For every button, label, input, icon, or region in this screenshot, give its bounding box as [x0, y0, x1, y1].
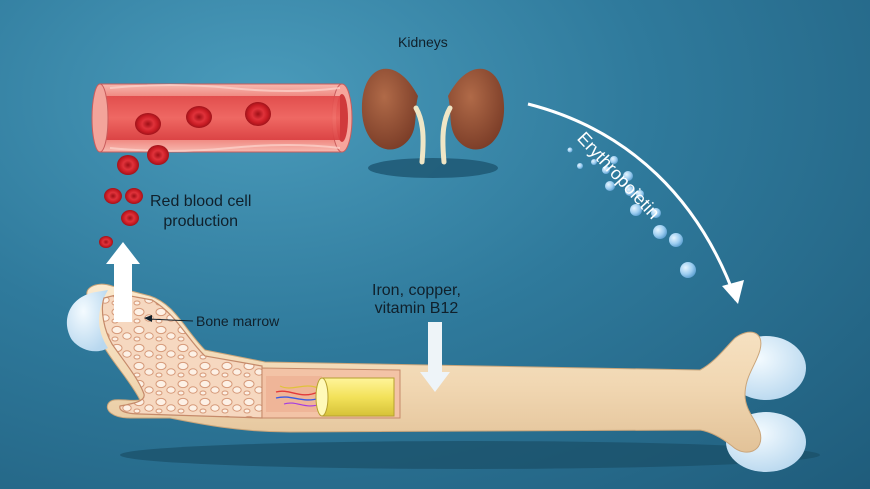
rbc-production-label: Red blood cell production [150, 192, 251, 232]
kidneys-illustration [361, 68, 505, 178]
red-blood-cell [125, 188, 143, 204]
cartilage-left [66, 290, 108, 352]
red-blood-cells-in-vessel [135, 102, 271, 135]
red-blood-cell [121, 210, 139, 226]
rbc-label-line1: Red blood cell [150, 193, 252, 210]
blood-vessel [91, 83, 353, 153]
red-blood-cell [147, 145, 169, 165]
red-blood-cells-released [99, 145, 169, 248]
red-blood-cell [117, 155, 139, 175]
red-blood-cell [186, 106, 212, 128]
bone-marrow-pointer [144, 315, 194, 322]
red-blood-cell [99, 236, 113, 248]
red-blood-cell [104, 188, 122, 204]
rbc-label-line2: production [163, 213, 239, 230]
nutrients-label-line2: vitamin B12 [374, 300, 459, 317]
spongy-bone-marrow [101, 293, 263, 419]
red-blood-cell [245, 102, 271, 126]
right-kidney [448, 68, 505, 150]
kidneys-label: Kidneys [398, 34, 448, 50]
ureter [440, 105, 453, 165]
erythropoietin-arrow [527, 102, 744, 304]
nutrients-label: Iron, copper, vitamin B12 [372, 282, 461, 318]
bone-marrow-label: Bone marrow [196, 313, 280, 329]
nutrients-label-line1: Iron, copper, [372, 282, 461, 299]
ureter [413, 105, 426, 165]
left-kidney [361, 68, 418, 150]
erythropoietin-molecules [567, 147, 696, 278]
red-blood-cell [135, 113, 161, 135]
bone-illustration [66, 283, 820, 472]
yellow-marrow [321, 377, 395, 417]
nutrients-down-arrow [420, 322, 450, 392]
production-up-arrow [106, 242, 140, 322]
